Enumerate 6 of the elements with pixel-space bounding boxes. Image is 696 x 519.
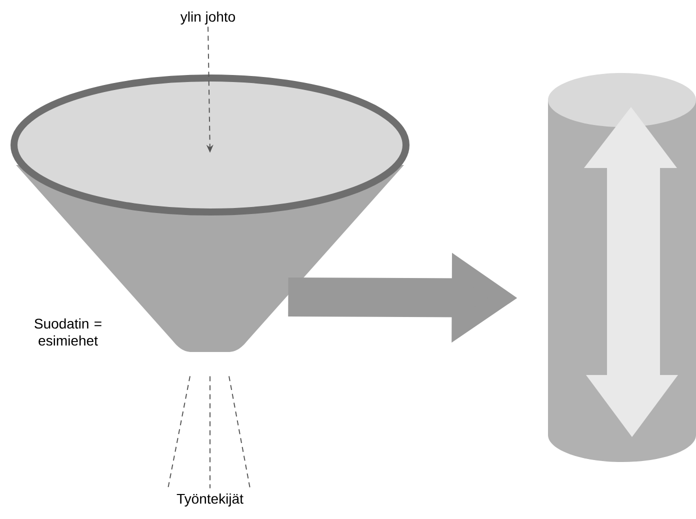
dashed-line bbox=[228, 376, 250, 489]
dashed-line bbox=[168, 376, 190, 489]
text-label: Työntekijät bbox=[176, 493, 244, 507]
funnel-caption: Suodatin = esimiehet bbox=[34, 318, 102, 346]
funnel-drawing bbox=[10, 74, 410, 352]
text-label: ylin johto bbox=[180, 11, 236, 25]
